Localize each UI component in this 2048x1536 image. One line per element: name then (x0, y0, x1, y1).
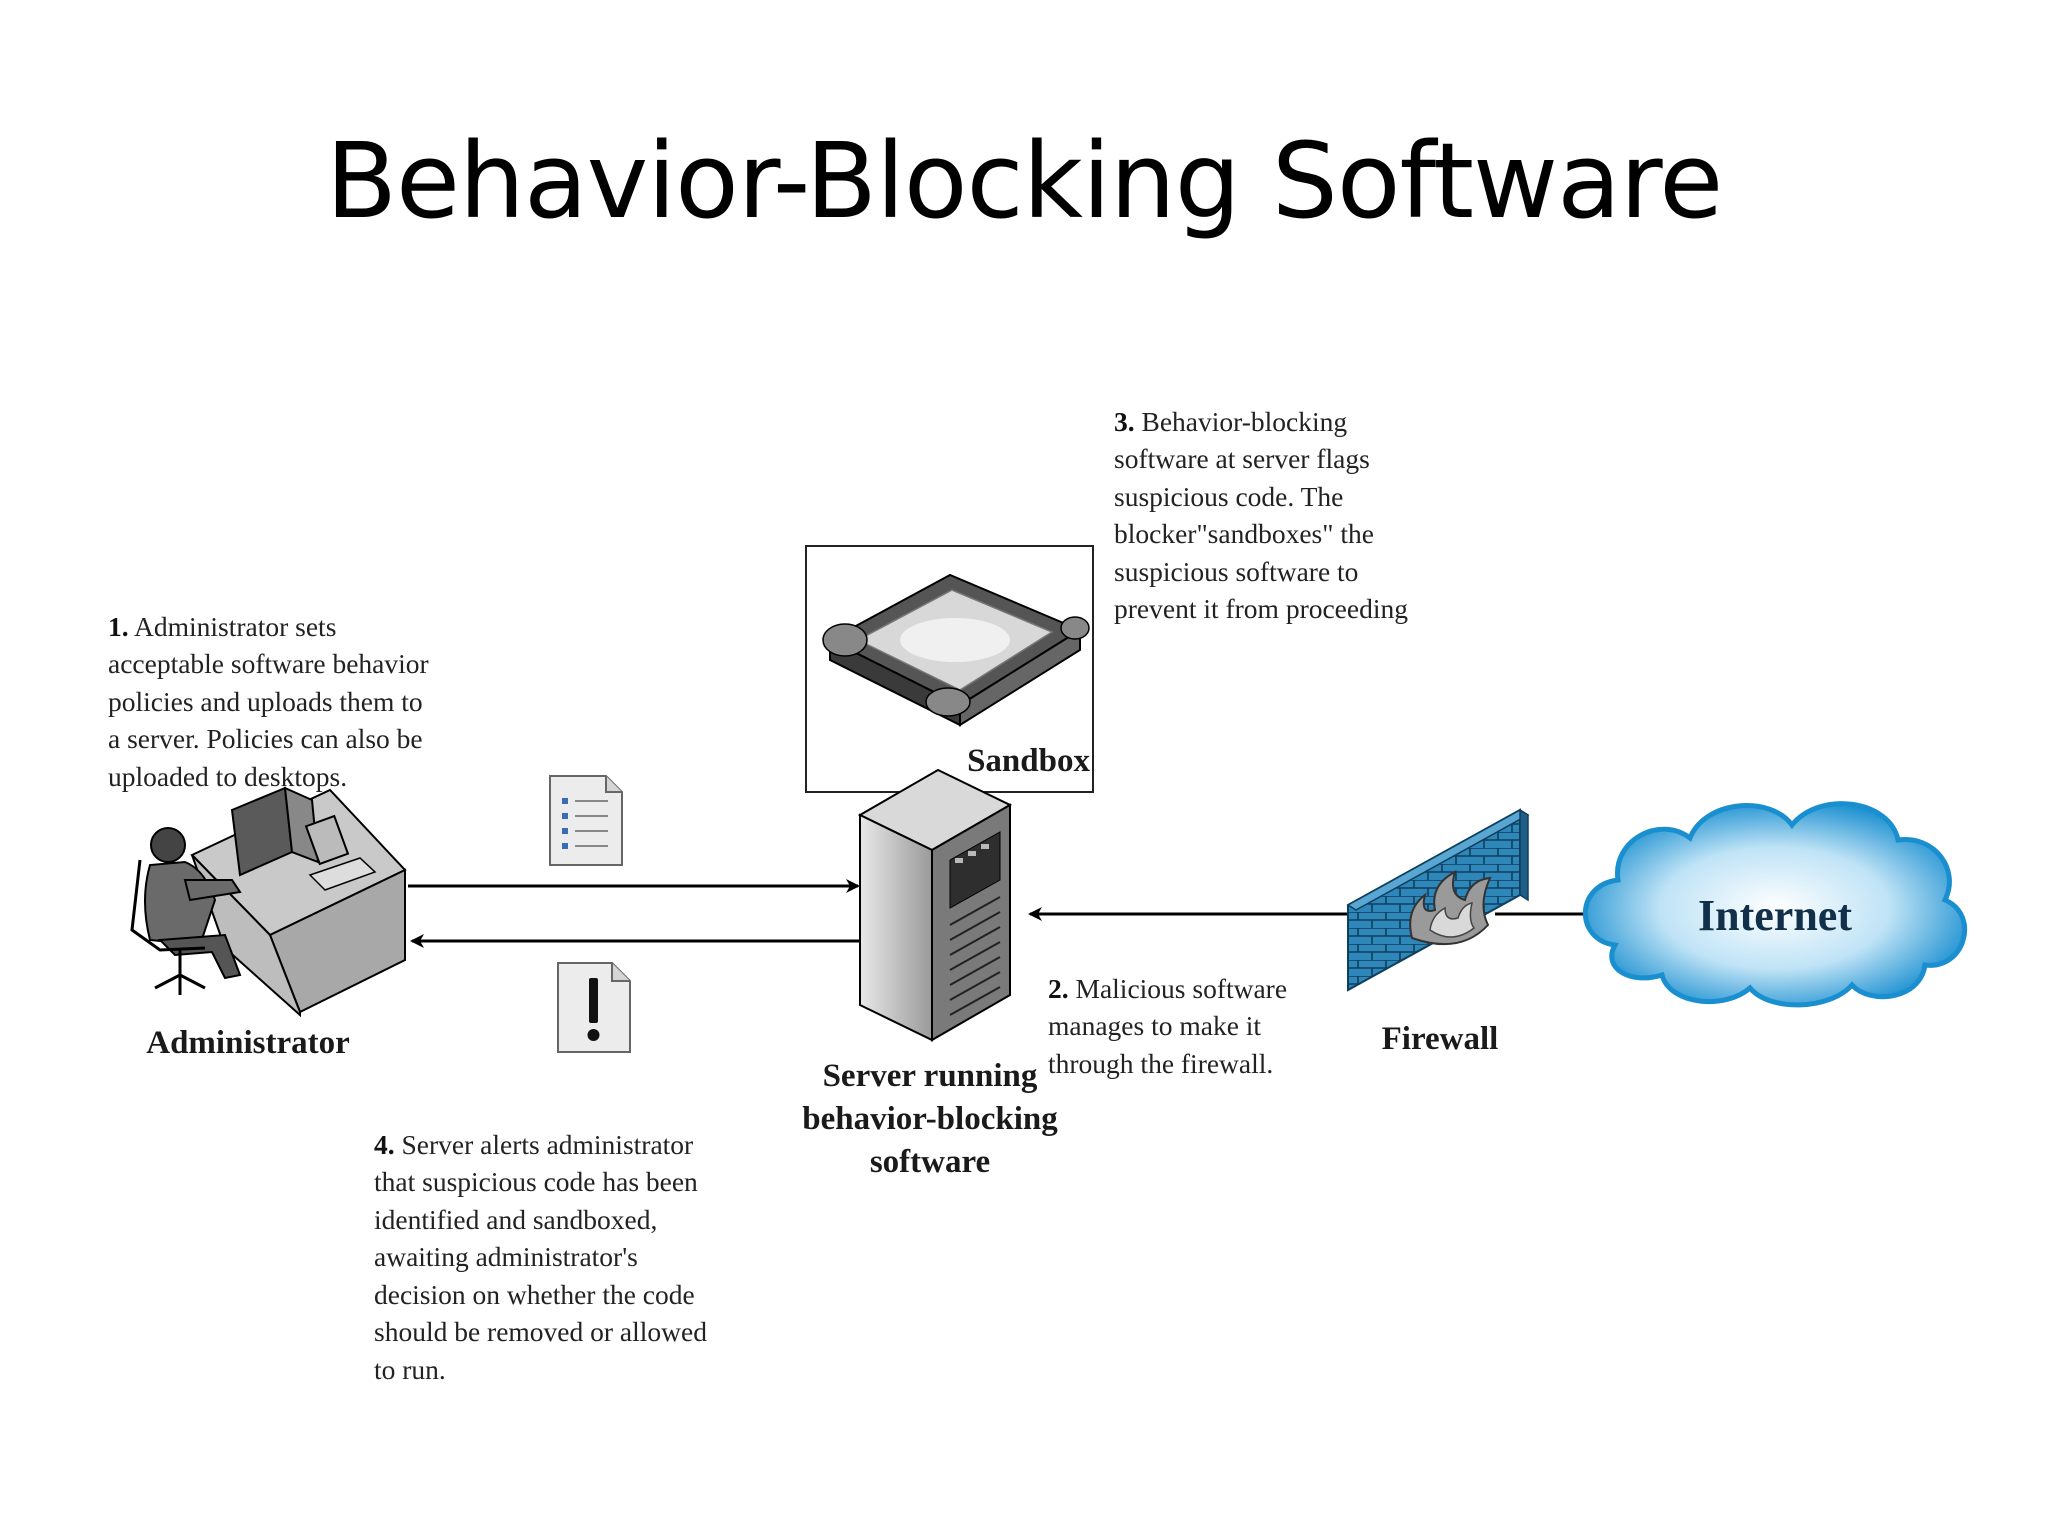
sandbox-icon (822, 573, 1090, 727)
step-4-note: 4. Server alerts administrator that susp… (374, 1088, 794, 1388)
firewall-label: Firewall (1381, 1021, 1499, 1057)
step-3-number: 3. (1114, 405, 1135, 437)
administrator-workstation-icon (130, 786, 407, 1018)
step-1-number: 1. (108, 610, 129, 642)
step-1-note: 1. Administrator sets acceptable softwar… (108, 570, 508, 795)
step-2-note: 2. Malicious software manages to make it… (1048, 932, 1348, 1082)
step-1-text: Administrator sets acceptable software b… (108, 610, 429, 792)
slide-title: Behavior-Blocking Software (325, 120, 1724, 242)
step-4-number: 4. (374, 1128, 395, 1160)
server-icon (857, 768, 1013, 1042)
administrator-label: Administrator (146, 1025, 350, 1061)
firewall-icon (1346, 808, 1530, 992)
alert-document-icon (557, 962, 631, 1053)
step-3-text: Behavior-blocking software at server fla… (1114, 405, 1408, 625)
sandbox-label: Sandbox (967, 743, 1090, 779)
step-3-note: 3. Behavior-blocking software at server … (1114, 365, 1494, 628)
step-4-text: Server alerts administrator that suspici… (374, 1128, 707, 1385)
server-label: Server running behavior-blocking softwar… (802, 1058, 1058, 1180)
step-2-text: Malicious software manages to make it th… (1048, 972, 1288, 1079)
step-2-number: 2. (1048, 972, 1069, 1004)
internet-label: Internet (1698, 891, 1852, 940)
policy-document-icon (549, 775, 623, 866)
internet-cloud-icon (1582, 801, 1968, 1008)
